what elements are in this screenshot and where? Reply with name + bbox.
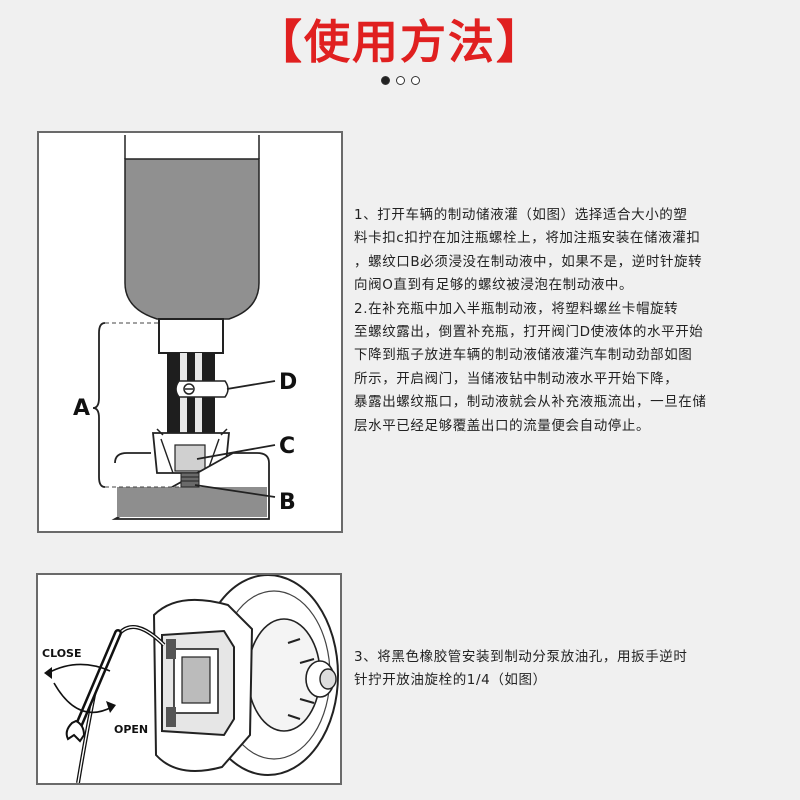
label-d: D — [279, 370, 297, 395]
step-line: 2.在补充瓶中加入半瓶制动液，将塑料螺丝卡帽旋转 — [354, 300, 679, 317]
label-c: C — [279, 434, 295, 459]
step-line: ，螺纹口B必须浸没在制动液中，如果不是，逆时针旋转 — [354, 253, 703, 270]
carousel-dot-3[interactable] — [410, 76, 420, 85]
step-line: 暴露出螺纹瓶口，制动液就会从补充液瓶流出，一旦在储 — [354, 394, 707, 411]
step-line: 针拧开放油旋栓的1/4（如图） — [354, 672, 547, 688]
carousel-dot-2[interactable] — [395, 76, 405, 85]
label-a: A — [73, 396, 90, 421]
bottle-diagram: A D C B — [37, 131, 343, 533]
bottle-diagram-illustration: A D C B — [73, 135, 297, 520]
carousel-indicator — [0, 76, 800, 85]
step-line: 料卡扣c扣拧在加注瓶螺栓上，将加注瓶安装在储液灌扣 — [354, 230, 701, 247]
label-open: OPEN — [114, 723, 148, 736]
step-line: 3、将黑色橡胶管安装到制动分泵放油孔，用扳手逆时 — [354, 649, 688, 665]
step-line: 层水平已经足够覆盖出口的流量便会自动停止。 — [354, 417, 651, 434]
step-line: 下降到瓶子放进车辆的制动液储液灌汽车制动劲部如图 — [354, 347, 693, 364]
step-line: 至螺纹露出，倒置补充瓶，打开阀门D使液体的水平开始 — [354, 324, 704, 341]
step-3-instructions: 3、将黑色橡胶管安装到制动分泵放油孔，用扳手逆时 针拧开放油旋栓的1/4（如图） — [354, 646, 774, 692]
page-title: 【使用方法】 — [256, 15, 544, 69]
caliper-diagram-illustration: CLOSE OPEN — [42, 575, 339, 783]
label-close: CLOSE — [42, 647, 81, 660]
step-line: 向阀O直到有足够的螺纹被浸泡在制动液中。 — [354, 277, 634, 294]
step-1-2-instructions: 1、打开车辆的制动储液灌（如图）选择适合大小的塑 料卡扣c扣拧在加注瓶螺栓上，将… — [354, 204, 769, 438]
step-line: 1、打开车辆的制动储液灌（如图）选择适合大小的塑 — [354, 207, 688, 223]
caliper-diagram: CLOSE OPEN — [36, 573, 342, 785]
carousel-dot-1[interactable] — [380, 76, 390, 85]
step-line: 所示，开启阀门，当储液钻中制动液水平开始下降， — [354, 370, 679, 387]
label-b: B — [279, 490, 296, 515]
